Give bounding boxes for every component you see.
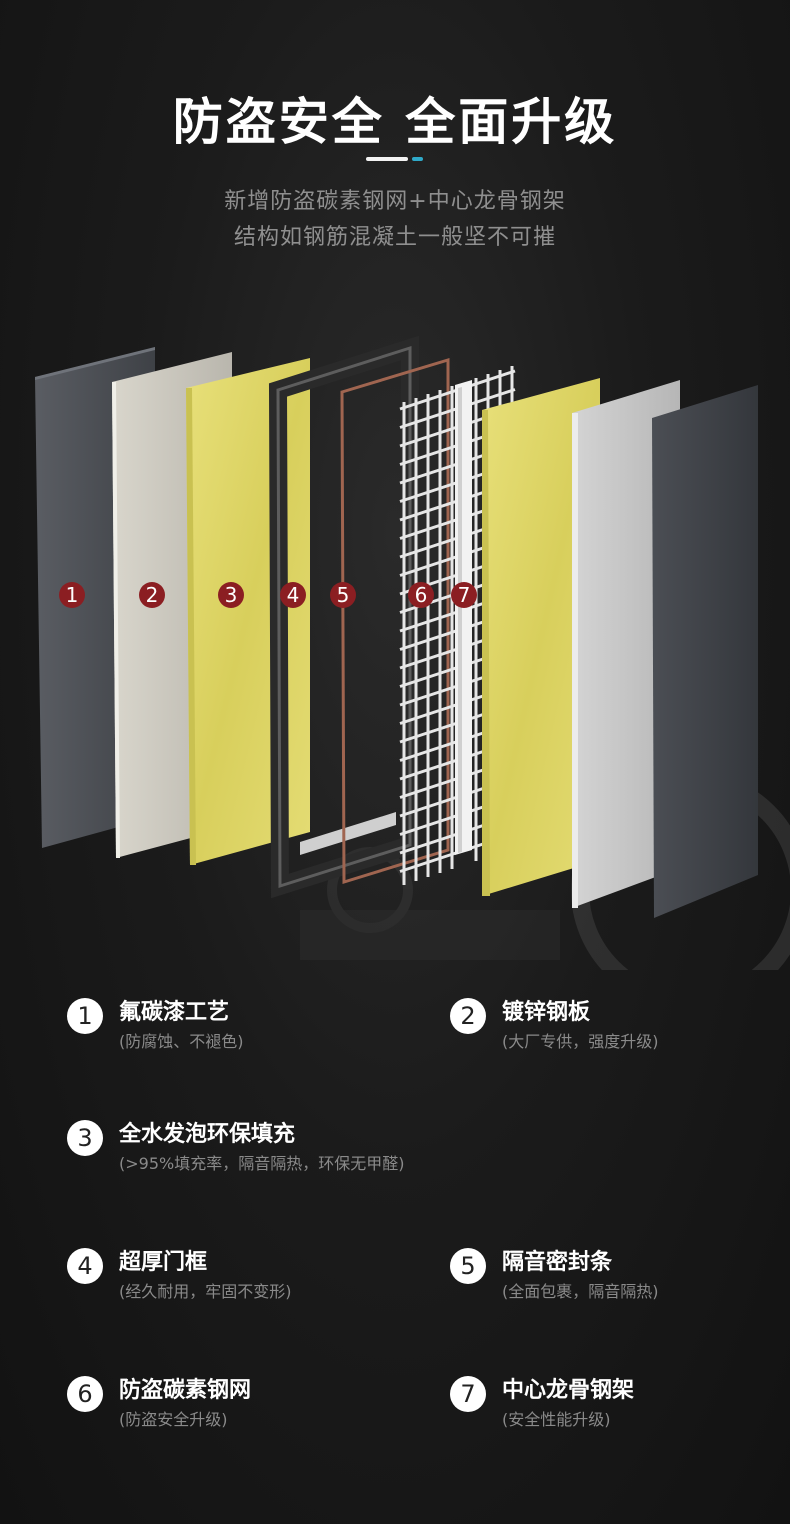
marker-6	[408, 582, 434, 608]
feature-4-desc: (经久耐用，牢固不变形)	[119, 1282, 292, 1301]
marker-5-label: 5	[337, 583, 350, 607]
feature-4-number: 4	[67, 1248, 103, 1284]
feature-5-desc: (全面包裹，隔音隔热)	[502, 1282, 659, 1301]
panel-foam-back	[482, 378, 600, 896]
marker-7	[451, 582, 477, 608]
title-divider	[366, 157, 408, 161]
marker-2	[139, 582, 165, 608]
feature-3: 3 全水发泡环保填充 (>95%填充率，隔音隔热，环保无甲醛)	[67, 1116, 667, 1186]
marker-6-label: 6	[415, 583, 428, 607]
feature-4-title: 超厚门框	[119, 1250, 208, 1275]
feature-1: 1 氟碳漆工艺 (防腐蚀、不褪色)	[67, 994, 407, 1064]
feature-2-desc: (大厂专供，强度升级)	[502, 1032, 659, 1051]
panel-center-keel	[455, 380, 472, 855]
feature-7: 7 中心龙骨钢架 (安全性能升级)	[450, 1372, 790, 1442]
subtitle-line-1: 新增防盗碳素钢网+中心龙骨钢架	[224, 189, 566, 214]
panel-seal-strip	[340, 357, 450, 885]
feature-6: 6 防盗碳素钢网 (防盗安全升级)	[67, 1372, 407, 1442]
feature-3-number: 3	[67, 1120, 103, 1156]
marker-3-label: 3	[225, 583, 238, 607]
feature-7-number: 7	[450, 1376, 486, 1412]
marker-5	[330, 582, 356, 608]
feature-6-desc: (防盗安全升级)	[119, 1410, 228, 1429]
feature-7-desc: (安全性能升级)	[502, 1410, 611, 1429]
marker-1-label: 1	[66, 583, 79, 607]
feature-7-title: 中心龙骨钢架	[502, 1378, 635, 1403]
feature-1-desc: (防腐蚀、不褪色)	[119, 1032, 244, 1051]
marker-4	[280, 582, 306, 608]
layer-markers: 1 2 3 4 5 6 7	[59, 582, 477, 608]
marker-7-label: 7	[458, 583, 471, 607]
page-title: 防盗安全 全面升级	[172, 93, 618, 151]
marker-4-label: 4	[287, 583, 300, 607]
feature-2-number: 2	[450, 998, 486, 1034]
marker-1	[59, 582, 85, 608]
panel-door-frame	[268, 335, 419, 899]
feature-3-title: 全水发泡环保填充	[119, 1122, 296, 1147]
feature-6-number: 6	[67, 1376, 103, 1412]
feature-5-title: 隔音密封条	[502, 1250, 613, 1275]
feature-1-title: 氟碳漆工艺	[119, 1000, 230, 1025]
feature-5: 5 隔音密封条 (全面包裹，隔音隔热)	[450, 1244, 790, 1314]
feature-5-number: 5	[450, 1248, 486, 1284]
marker-2-label: 2	[146, 583, 159, 607]
marker-3	[218, 582, 244, 608]
feature-2: 2 镀锌钢板 (大厂专供，强度升级)	[450, 994, 790, 1064]
feature-4: 4 超厚门框 (经久耐用，牢固不变形)	[67, 1244, 407, 1314]
feature-2-title: 镀锌钢板	[502, 1000, 591, 1025]
feature-3-desc: (>95%填充率，隔音隔热，环保无甲醛)	[119, 1154, 405, 1173]
exploded-door-illustration: 1 2 3 4 5 6 7	[0, 330, 790, 970]
panel-foam-front	[186, 358, 310, 865]
feature-1-number: 1	[67, 998, 103, 1034]
subtitle-line-2: 结构如钢筋混凝土一般坚不可摧	[233, 225, 556, 250]
panel-fluorocarbon-back	[652, 385, 758, 918]
title-divider-accent	[412, 157, 423, 161]
feature-6-title: 防盗碳素钢网	[119, 1378, 252, 1403]
